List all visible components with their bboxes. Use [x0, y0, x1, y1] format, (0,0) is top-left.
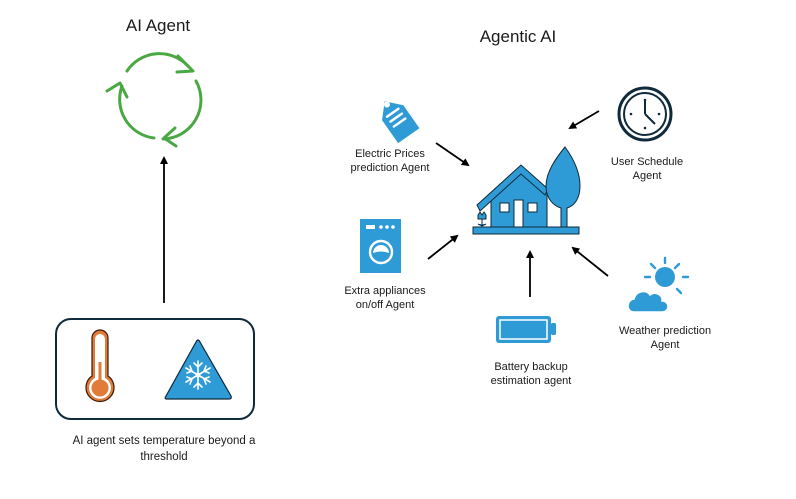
arrow-from-user-schedule	[568, 110, 600, 130]
agent-label-line2: Agent	[650, 339, 680, 351]
sun-cloud-icon	[627, 256, 690, 313]
house-with-tree-icon	[472, 146, 581, 235]
agent-label-line1: Electric Prices	[355, 148, 425, 160]
agent-label-line1: Extra appliances	[344, 285, 426, 297]
ai-agent-caption-line1: AI agent sets temperature beyond a	[72, 435, 256, 447]
ai-agent-device-box	[55, 318, 255, 420]
agent-label-line1: Battery backup	[494, 361, 568, 373]
arrow-from-extra-appliances	[427, 234, 459, 260]
arrow-from-electric-prices	[435, 142, 470, 167]
agent-label-line1: User Schedule	[610, 156, 684, 168]
thermometer-icon	[85, 329, 115, 403]
refresh-cycle-icon	[105, 52, 203, 148]
agent-label-line2: prediction Agent	[350, 162, 430, 174]
agent-battery: Battery backup estimation agent	[466, 360, 596, 388]
price-tag-icon	[382, 101, 420, 144]
ai-agent-title: AI Agent	[125, 16, 191, 35]
battery-icon	[496, 316, 556, 343]
agent-label-line2: Agent	[632, 170, 662, 182]
clock-icon	[617, 86, 673, 142]
agent-extra-appliances: Extra appliances on/off Agent	[325, 284, 445, 312]
arrow-from-weather	[571, 246, 609, 277]
agent-label-line1: Weather prediction	[618, 325, 712, 337]
ai-agent-caption-line2: threshold	[140, 451, 188, 463]
washing-machine-icon	[360, 219, 401, 273]
agent-electric-prices: Electric Prices prediction Agent	[330, 147, 450, 175]
agent-weather: Weather prediction Agent	[600, 324, 730, 352]
snowflake-warning-icon	[164, 339, 232, 400]
agent-label-line2: estimation agent	[490, 375, 572, 387]
agent-label-line2: on/off Agent	[355, 299, 415, 311]
agent-user-schedule: User Schedule Agent	[592, 155, 702, 183]
agentic-ai-title: Agentic AI	[479, 27, 557, 46]
